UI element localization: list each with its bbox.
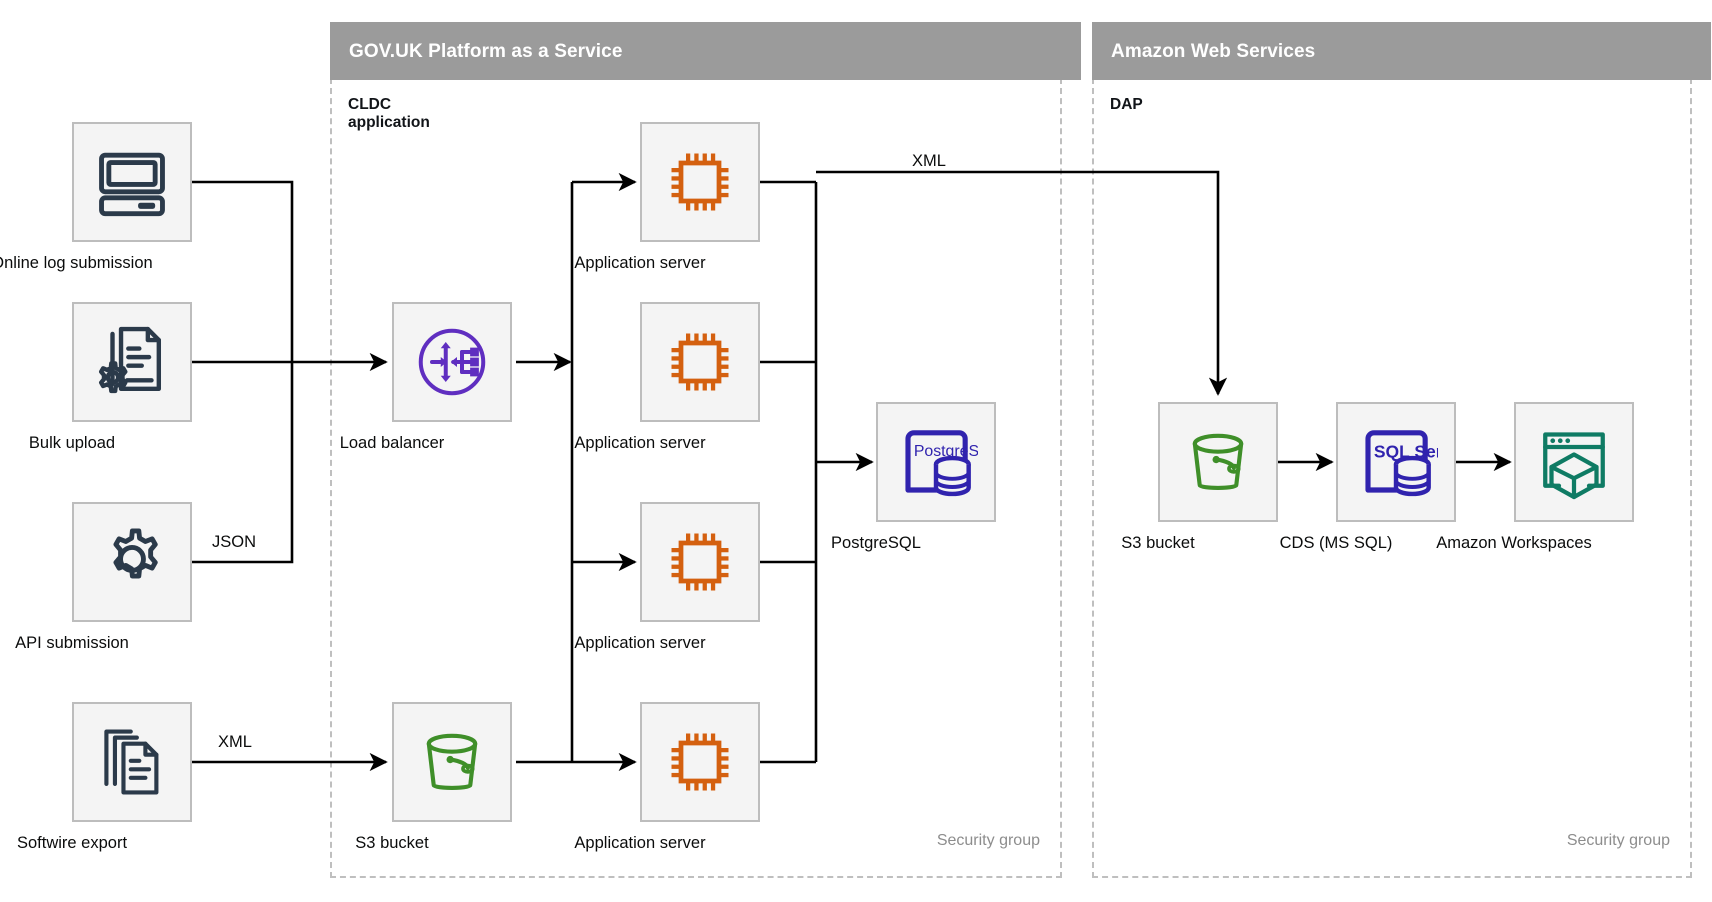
node-s3-bucket-paas-label: S3 bucket <box>355 834 429 852</box>
edge-label-xml-top: XML <box>912 152 946 170</box>
load-balancer-icon <box>418 328 486 396</box>
group-paas-sublabel: CLDC application <box>348 96 430 131</box>
node-app-server-4-box <box>640 702 760 822</box>
node-app-server-3-label: Application server <box>574 634 706 652</box>
postgresql-icon-text: PostgreSQL <box>914 443 978 460</box>
node-app-server-1-label: Application server <box>574 254 706 272</box>
group-paas-body <box>330 78 1062 878</box>
bucket-icon <box>426 733 478 790</box>
node-app-server-1-box <box>640 122 760 242</box>
node-api-submission-label: API submission <box>15 634 129 652</box>
group-paas-header-label: GOV.UK Platform as a Service <box>349 40 623 62</box>
node-amazon-workspaces-box <box>1514 402 1634 522</box>
node-bulk-upload-label: Bulk upload <box>28 434 116 452</box>
node-api-submission-box <box>72 502 192 622</box>
node-cds-ms-sql-label: CDS (MS SQL) <box>1279 534 1393 552</box>
node-postgresql-box: PostgreSQL <box>876 402 996 522</box>
sql-server-icon-text: SQL Server <box>1374 441 1438 461</box>
node-postgresql-label: PostgreSQL <box>831 534 921 552</box>
bucket-icon <box>1192 433 1244 490</box>
group-paas-header: GOV.UK Platform as a Service <box>330 22 1081 80</box>
cpu-chip-icon <box>671 733 729 791</box>
cpu-chip-icon <box>671 153 729 211</box>
node-online-log-submission-label: Online log submission <box>0 254 153 272</box>
node-cds-ms-sql-box: SQL Server <box>1336 402 1456 522</box>
node-softwire-export-box <box>72 702 192 822</box>
edge-label-xml-left: XML <box>218 733 252 751</box>
node-app-server-3-box <box>640 502 760 622</box>
cpu-chip-icon <box>671 333 729 391</box>
workspaces-icon <box>1543 432 1605 500</box>
documents-stack-icon <box>104 729 159 795</box>
node-s3-bucket-aws-label: S3 bucket <box>1121 534 1195 552</box>
group-aws-header: Amazon Web Services <box>1092 22 1711 80</box>
edge-label-json: JSON <box>212 533 257 551</box>
desktop-computer-icon <box>99 152 165 217</box>
group-aws-footnote: Security group <box>1566 832 1670 849</box>
node-s3-bucket-paas-box <box>392 702 512 822</box>
node-app-server-4-label: Application server <box>574 834 706 852</box>
group-paas-footnote: Security group <box>936 832 1040 849</box>
group-aws-body <box>1092 78 1692 878</box>
node-bulk-upload-box <box>72 302 192 422</box>
node-app-server-2-box <box>640 302 760 422</box>
node-online-log-submission-box <box>72 122 192 242</box>
group-aws-header-label: Amazon Web Services <box>1111 40 1316 62</box>
group-aws-sublabel: DAP <box>1110 96 1143 113</box>
node-app-server-2-label: Application server <box>574 434 706 452</box>
cpu-chip-icon <box>671 533 729 591</box>
gear-icon <box>113 528 158 579</box>
postgresql-icon: PostgreSQL <box>905 430 978 497</box>
node-amazon-workspaces-label: Amazon Workspaces <box>1436 534 1592 552</box>
wire-api-to-bus <box>192 362 294 564</box>
node-load-balancer-box <box>392 302 512 422</box>
node-softwire-export-label: Softwire export <box>16 834 128 852</box>
wire-online-log-to-bus <box>192 180 294 362</box>
sql-server-icon: SQL Server <box>1365 430 1438 497</box>
node-load-balancer-label: Load balancer <box>339 434 445 452</box>
document-gear-icon <box>98 326 162 394</box>
node-s3-bucket-aws-box <box>1158 402 1278 522</box>
